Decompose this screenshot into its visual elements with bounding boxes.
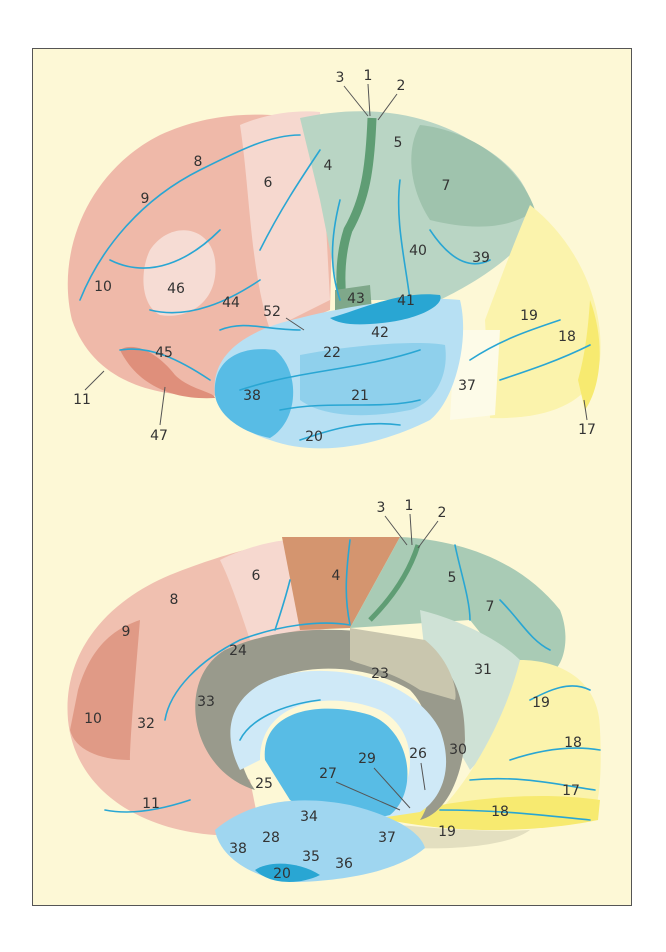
area-label: 32 [137, 716, 155, 732]
area-label: 17 [562, 783, 580, 799]
area-label: 27 [319, 766, 337, 782]
area-label: 37 [378, 830, 396, 846]
area-label: 2 [397, 78, 406, 94]
area-label: 5 [394, 135, 403, 151]
area-label: 19 [520, 308, 538, 324]
area-label: 34 [300, 809, 318, 825]
area-label: 21 [351, 388, 369, 404]
sulci-lines [79, 134, 591, 441]
area-label: 33 [197, 694, 215, 710]
area-37-region [450, 330, 500, 420]
area-20-region [255, 863, 320, 882]
medial-temporal-region [264, 708, 408, 820]
area-label: 41 [397, 293, 415, 309]
area-label: 8 [170, 592, 179, 608]
area-4-medial-region [282, 537, 400, 630]
area-19-lower-region [400, 825, 530, 849]
area-label: 3 [377, 500, 386, 516]
area-label: 22 [323, 345, 341, 361]
area-23-region [350, 628, 456, 700]
area-label: 37 [458, 378, 476, 394]
area-label: 18 [558, 329, 576, 345]
area-7-region [411, 125, 535, 227]
area-label: 28 [262, 830, 280, 846]
area-label: 19 [532, 695, 550, 711]
area-10-region [70, 620, 140, 760]
area-label: 8 [194, 154, 203, 170]
area-label: 35 [302, 849, 320, 865]
area-label: 46 [167, 281, 185, 297]
parietal-medial-region [350, 537, 566, 670]
area-18-lower-region [380, 796, 600, 830]
area-41-region [330, 294, 441, 325]
area-47-region [120, 346, 215, 399]
area-label: 25 [255, 776, 273, 792]
area-label: 6 [264, 175, 273, 191]
area-label: 29 [358, 751, 376, 767]
medial-labels: 3 1 2 6 4 5 7 8 9 24 23 31 33 19 10 32 1… [84, 498, 582, 882]
sulci-lines [104, 539, 601, 821]
area-label: 6 [252, 568, 261, 584]
area-label: 43 [347, 291, 365, 307]
area-label: 44 [222, 295, 240, 311]
area-label: 2 [438, 505, 447, 521]
area-label: 31 [474, 662, 492, 678]
area-label: 36 [335, 856, 353, 872]
area-label: 18 [491, 804, 509, 820]
area-label: 7 [486, 599, 495, 615]
area-label: 5 [448, 570, 457, 586]
occipital-medial-region [440, 660, 601, 820]
area-label: 3 [336, 70, 345, 86]
area-label: 9 [122, 624, 131, 640]
area-3-1-2-strip [368, 544, 421, 622]
lateral-brain [67, 111, 601, 449]
prefrontal-46-region [143, 230, 216, 316]
area-label: 42 [371, 325, 389, 341]
area-label: 20 [273, 866, 291, 882]
area-label: 17 [578, 422, 596, 438]
area-label: 40 [409, 243, 427, 259]
area-label: 39 [472, 250, 490, 266]
occipital-lobe-region [485, 205, 601, 419]
area-label: 52 [263, 304, 281, 320]
area-label: 38 [229, 841, 247, 857]
area-label: 47 [150, 428, 168, 444]
lateral-leader-lines [84, 83, 588, 426]
area-label: 11 [73, 392, 91, 408]
premotor-region [240, 111, 330, 330]
area-label: 20 [305, 429, 323, 445]
area-label: 4 [332, 568, 341, 584]
area-label: 1 [364, 68, 373, 84]
inferior-temporal-medial-region [215, 800, 425, 882]
area-label: 19 [438, 824, 456, 840]
area-label: 24 [229, 643, 247, 659]
medial-brain [67, 537, 601, 882]
area-label: 4 [324, 158, 333, 174]
area-21-region [300, 343, 446, 416]
area-label: 11 [142, 796, 160, 812]
area-38-region [214, 349, 294, 438]
lateral-labels: 3 1 2 5 8 6 4 7 9 40 39 10 46 44 52 43 4… [73, 68, 596, 445]
area-label: 23 [371, 666, 389, 682]
area-label: 18 [564, 735, 582, 751]
area-label: 10 [94, 279, 112, 295]
area-label: 45 [155, 345, 173, 361]
area-label: 26 [409, 746, 427, 762]
somatosensory-strip [336, 117, 377, 301]
area-label: 10 [84, 711, 102, 727]
medial-leader-lines [335, 513, 439, 811]
area-label: 38 [243, 388, 261, 404]
area-17-region [578, 300, 600, 410]
area-label: 7 [442, 178, 451, 194]
area-label: 9 [141, 191, 150, 207]
area-label: 30 [449, 742, 467, 758]
area-label: 1 [405, 498, 414, 514]
